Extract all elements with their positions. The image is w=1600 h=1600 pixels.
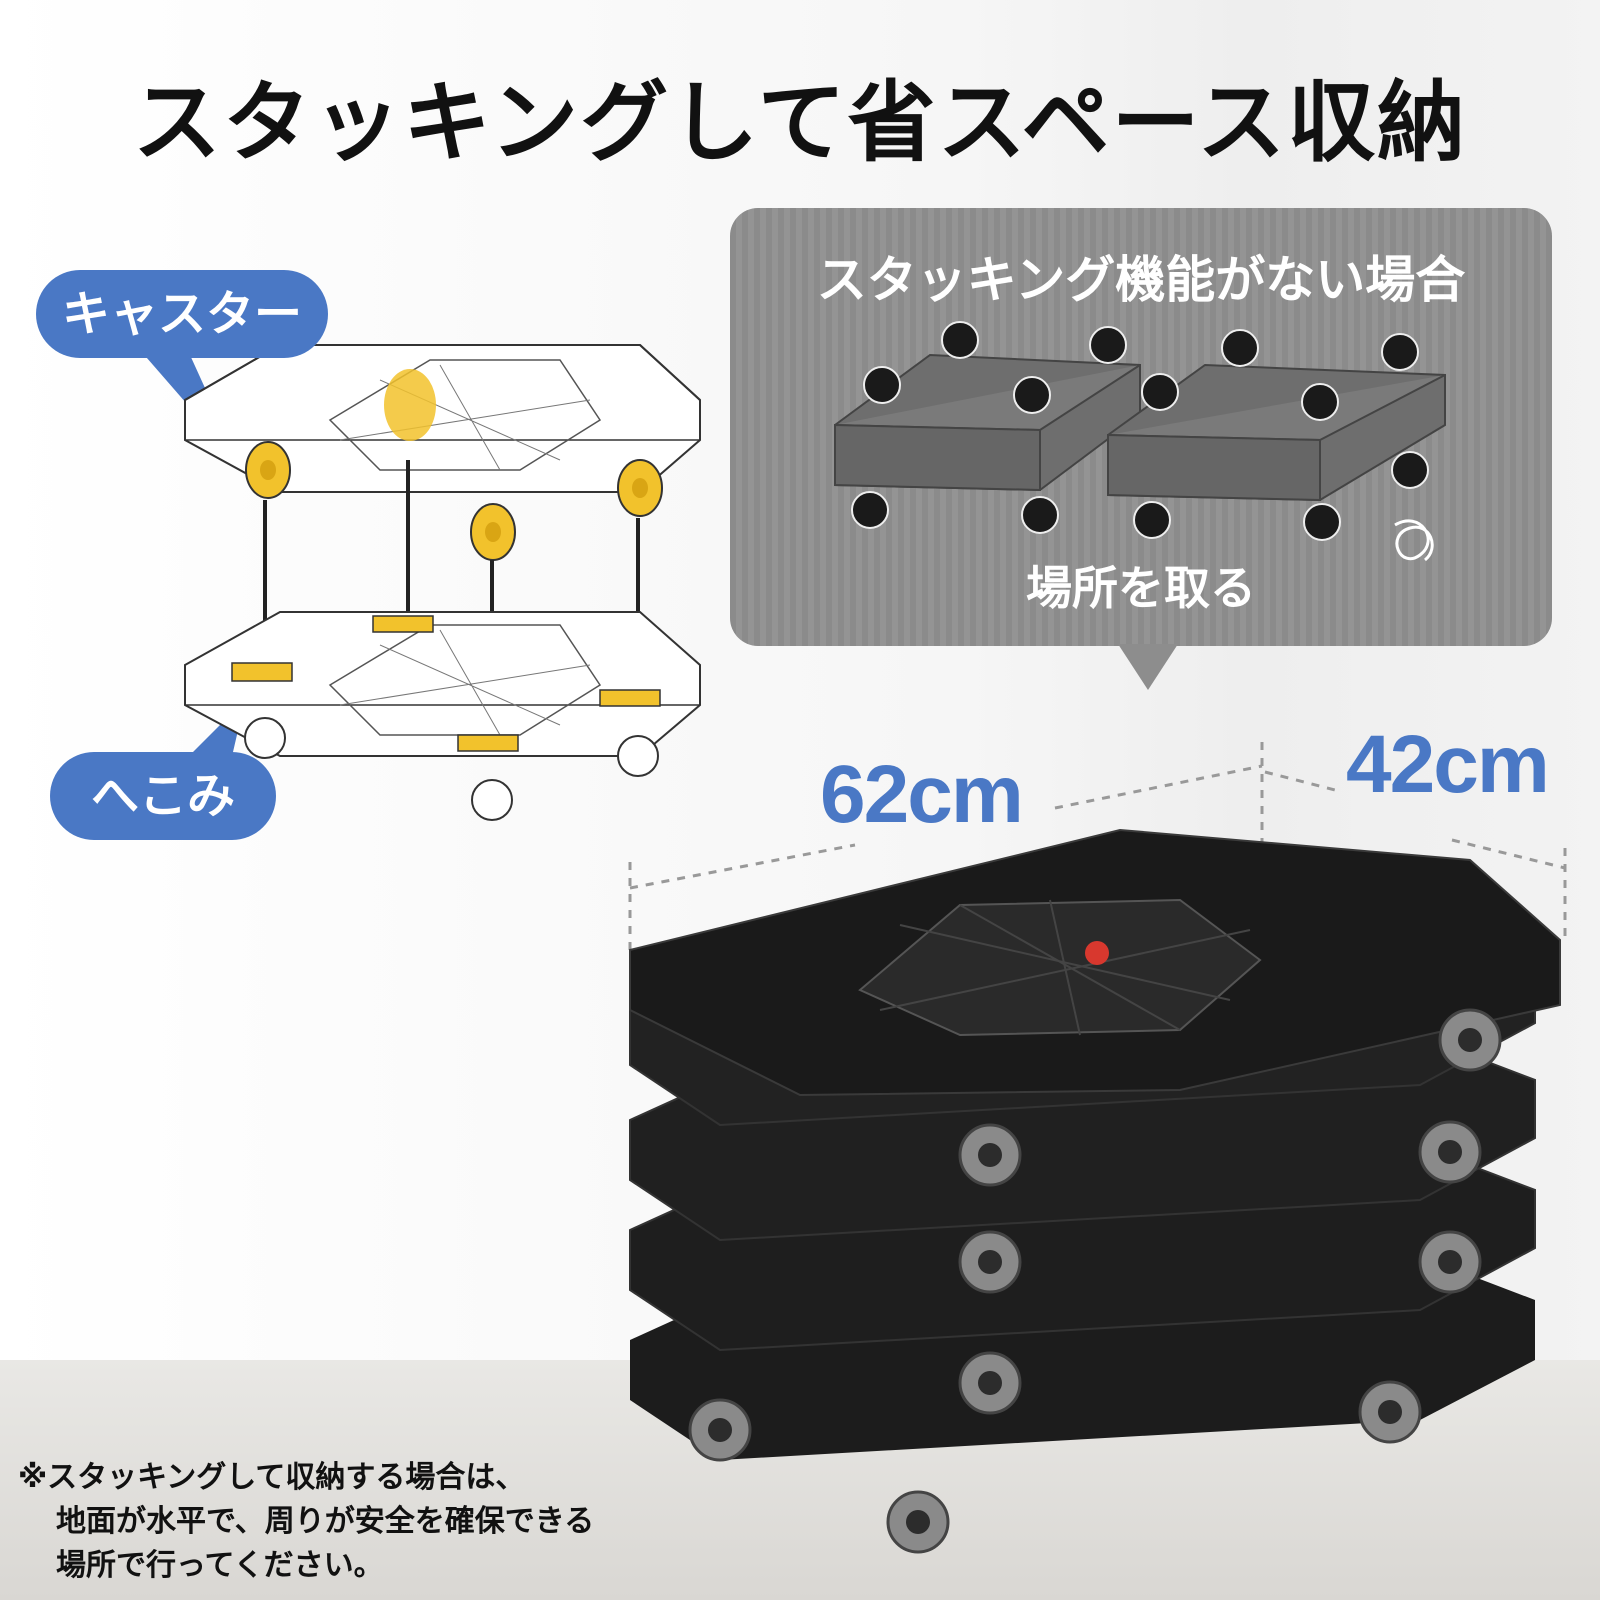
caster-label: キャスター [36,270,328,358]
lower-dolly-illustration [184,611,701,821]
callout-title: スタッキング機能がない場合 [816,251,1466,309]
caution-note: ※スタッキングして収納する場合は、 地面が水平で、周りが安全を確保できる 場所で… [18,1456,758,1588]
non-stacking-dolly-left [834,321,1141,534]
depth-dimension: 42cm [1346,719,1550,810]
dimension-guides [628,742,1567,955]
page-title: スタッキングして省スペース収納 [132,71,1468,174]
recess-slot [599,689,661,707]
stacked-black-dollies [629,828,1561,1554]
recess-label: へこみ [50,752,276,840]
recess-slot [231,662,293,682]
note-line: 場所で行ってください。 [56,1548,384,1583]
width-dimension: 62cm [820,749,1024,840]
wheel-hubs [708,1028,1482,1534]
caster-wheel [470,503,516,561]
callout-tail [1118,644,1178,690]
note-line: ※スタッキングして収納する場合は、 [18,1460,526,1495]
center-red-marker [1085,941,1109,965]
caster-wheel [617,459,663,517]
note-line: 地面が水平で、周りが安全を確保できる [56,1504,595,1539]
callout-caption: 場所を取る [1026,561,1256,615]
non-stacking-dolly-right [1107,329,1446,541]
tangle-icon [1394,519,1434,562]
upper-dolly-illustration [184,344,701,561]
recess-slot [457,734,519,752]
caster-wheel [245,441,291,499]
recess-slot [372,615,434,633]
